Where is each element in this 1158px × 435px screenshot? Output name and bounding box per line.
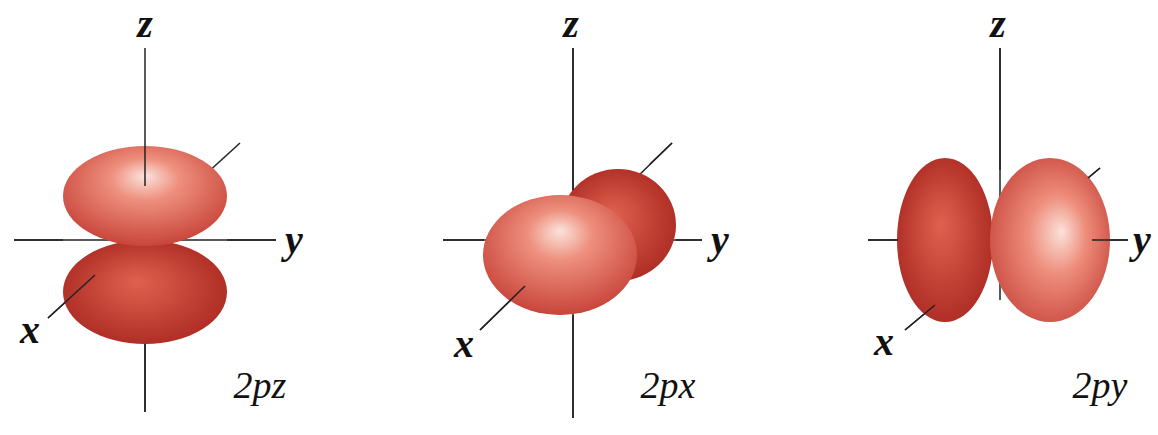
upper-lobe [63, 146, 227, 246]
axis-label: x [454, 324, 474, 364]
orbital-name: 2py [1073, 366, 1128, 404]
axis-label: z [137, 4, 153, 44]
axis-label: x [874, 322, 894, 362]
axis-label: y [285, 220, 303, 260]
orbital-name: 2pz [234, 366, 287, 404]
axis-label: x [20, 310, 40, 350]
axis-label: y [1133, 220, 1151, 260]
front-lobe [483, 195, 637, 315]
left-lobe [897, 158, 993, 322]
axis-label: z [990, 4, 1006, 44]
axis-label: z [563, 4, 579, 44]
axes [14, 48, 1128, 418]
lower-lobe [63, 240, 227, 344]
axis-label: y [711, 220, 729, 260]
orbital-name: 2px [641, 366, 696, 404]
